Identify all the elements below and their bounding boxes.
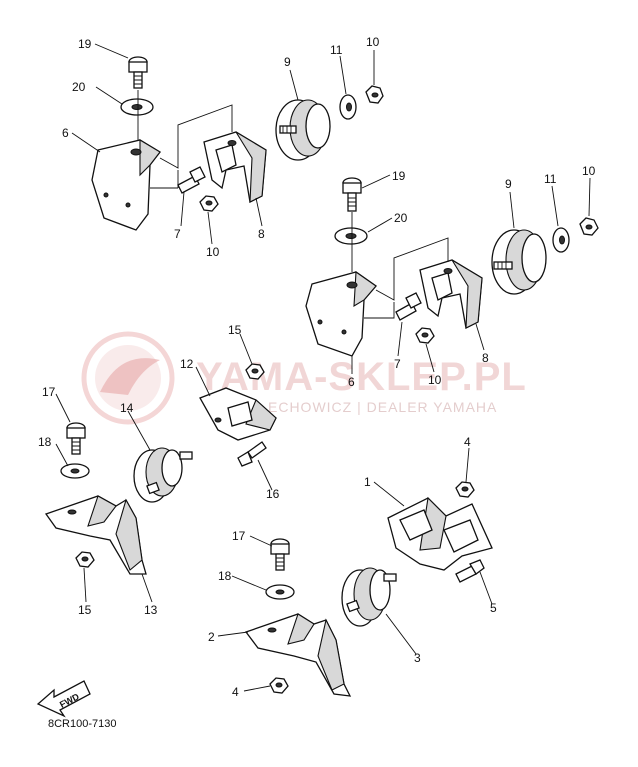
callout-4: 4 <box>464 435 471 449</box>
bolt-7-upper <box>177 166 206 194</box>
washer-20-lower <box>334 227 368 245</box>
callout-7: 7 <box>394 357 401 371</box>
mount-group-upper-left <box>71 43 384 245</box>
callout-11: 11 <box>330 43 343 57</box>
bolt-17-right <box>270 538 290 571</box>
callout-6: 6 <box>348 375 355 389</box>
callout-4: 4 <box>232 685 239 699</box>
bolt-19-upper <box>128 56 148 89</box>
watermark: YAMA-SKLEP.PL ECHOWICZ | DEALER YAMAHA <box>81 331 527 425</box>
rubber-mount-9-upper <box>275 99 331 161</box>
bolt-7-lower <box>395 292 422 321</box>
fwd-arrow-icon: FWD <box>36 680 91 718</box>
callout-5: 5 <box>490 601 497 615</box>
callout-15: 15 <box>228 323 242 337</box>
watermark-logo-icon <box>81 331 175 425</box>
callout-16: 16 <box>266 487 280 501</box>
callout-10: 10 <box>206 245 220 259</box>
washer-20-upper <box>120 98 154 116</box>
bolt-19-lower <box>342 177 362 212</box>
nut-10-lower-lower <box>415 327 435 344</box>
callout-20: 20 <box>72 80 86 94</box>
nut-4-upper <box>455 481 475 498</box>
bracket-8-upper <box>203 131 267 203</box>
watermark-main-text: YAMA-SKLEP.PL <box>196 355 527 399</box>
callout-13: 13 <box>144 603 158 617</box>
callout-18: 18 <box>218 569 232 583</box>
bracket-13 <box>44 495 147 575</box>
watermark-sub-text: ECHOWICZ | DEALER YAMAHA <box>268 399 497 415</box>
washer-18-right <box>265 584 295 600</box>
callout-15: 15 <box>78 603 92 617</box>
callout-18: 18 <box>38 435 52 449</box>
nut-15-lower <box>75 551 95 568</box>
nut-4-lower <box>269 677 289 694</box>
rubber-mount-14 <box>133 447 193 503</box>
bracket-2 <box>244 613 352 697</box>
bracket-1 <box>387 496 493 571</box>
callout-7: 7 <box>174 227 181 241</box>
callout-6: 6 <box>62 126 69 140</box>
bolt-5 <box>455 559 485 583</box>
nut-10-upper-lower <box>199 195 219 212</box>
washer-11-lower <box>552 227 570 253</box>
callout-9: 9 <box>284 55 291 69</box>
nut-10-lower <box>579 217 599 236</box>
callout-1: 1 <box>364 475 371 489</box>
callout-12: 12 <box>180 357 194 371</box>
callout-20: 20 <box>394 211 408 225</box>
callout-17: 17 <box>232 529 246 543</box>
bracket-6-upper <box>91 139 161 231</box>
callout-17: 17 <box>42 385 56 399</box>
mount-group-lower-right <box>217 447 493 697</box>
bracket-6-lower <box>305 270 377 357</box>
callout-9: 9 <box>505 177 512 191</box>
callout-19: 19 <box>78 37 92 51</box>
bolt-16 <box>237 441 267 467</box>
mount-group-upper-right <box>305 174 599 374</box>
callout-10: 10 <box>428 373 442 387</box>
washer-18-left <box>60 463 90 479</box>
callout-2: 2 <box>208 630 215 644</box>
rubber-mount-9-lower <box>491 229 547 295</box>
bracket-8-lower <box>419 259 483 329</box>
bolt-17-left <box>66 422 86 455</box>
callout-10: 10 <box>582 164 596 178</box>
callout-10: 10 <box>366 35 380 49</box>
callout-numbers: 19 20 6 9 11 10 7 10 8 19 20 9 11 10 7 1… <box>38 35 596 699</box>
callout-11: 11 <box>544 172 557 186</box>
callout-3: 3 <box>414 651 421 665</box>
callout-14: 14 <box>120 401 134 415</box>
callout-19: 19 <box>392 169 406 183</box>
mount-group-middle-left <box>44 333 277 603</box>
callout-8: 8 <box>482 351 489 365</box>
callout-8: 8 <box>258 227 265 241</box>
nut-10-upper <box>365 85 384 104</box>
washer-11-upper <box>339 94 357 120</box>
rubber-mount-3 <box>341 567 397 627</box>
bracket-12 <box>199 387 277 441</box>
diagram-reference-code: 8CR100-7130 <box>48 718 117 730</box>
